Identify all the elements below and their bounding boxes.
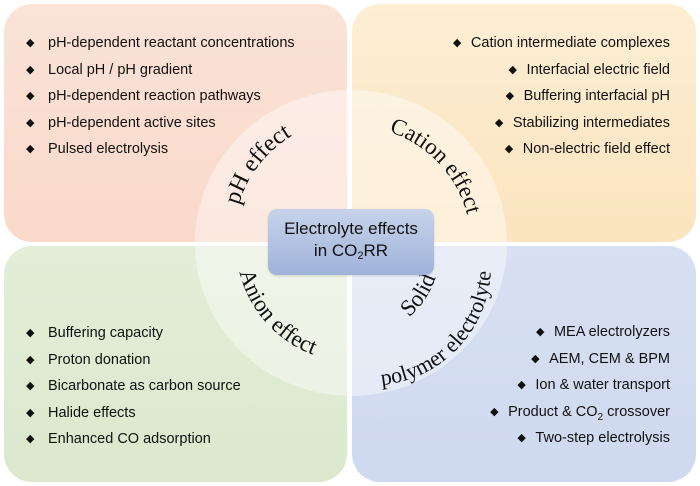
- diamond-bullet-icon: ◆: [452, 37, 462, 49]
- ph-effect-label-text: pH effect: [220, 119, 296, 207]
- list-item-text: AEM, CEM & BPM: [549, 350, 670, 367]
- list-item-text: Proton donation: [48, 351, 151, 368]
- diamond-bullet-icon: ◆: [517, 432, 526, 444]
- list-item-text: pH-dependent reactant concentrations: [48, 35, 295, 51]
- list-item: ◆ Bicarbonate as carbon source: [26, 373, 241, 400]
- diamond-bullet-icon: ◆: [26, 380, 35, 392]
- list-item-text: Buffering interfacial pH: [523, 88, 670, 104]
- list-item-text: Pulsed electrolysis: [48, 141, 169, 157]
- polymer-electrolyte-label-text: polymer electrolyte: [379, 270, 496, 390]
- center-title-prefix: in CO: [313, 241, 358, 260]
- list-item-suffix: crossover: [603, 403, 670, 420]
- cation-effect-label: Cation effect: [387, 113, 487, 217]
- list-item-text: Interfacial electric field: [526, 61, 670, 78]
- list-item: ◆ Interfacial electric field: [453, 57, 670, 84]
- ph-effect-quadrant: [4, 4, 347, 242]
- list-item-text: Two-step electrolysis: [535, 430, 670, 446]
- list-item: ◆ Buffering interfacial pH: [453, 83, 670, 110]
- diamond-bullet-icon: ◆: [26, 37, 35, 49]
- anion-effect-label-text: Anion effect: [234, 266, 321, 360]
- anion-effect-label: Anion effect: [234, 266, 321, 360]
- center-title-subscript: 2: [357, 250, 364, 262]
- list-item-text: Cation intermediate complexes: [470, 35, 670, 51]
- list-item-text: Non-electric field effect: [522, 141, 670, 157]
- solid-label-text: Solid: [395, 270, 441, 322]
- list-item-subscript: 2: [597, 411, 604, 423]
- ph-effect-label: pH effect: [220, 119, 296, 207]
- list-item-text: Buffering capacity: [48, 325, 163, 341]
- diamond-bullet-icon: ◆: [504, 143, 514, 155]
- list-item-text: Stabilizing intermediates: [512, 114, 670, 131]
- list-item-text: Ion & water transport: [535, 377, 670, 393]
- diamond-bullet-icon: ◆: [26, 63, 35, 76]
- list-item: ◆ Buffering capacity: [26, 320, 241, 347]
- list-item-text: Product & CO: [508, 403, 598, 420]
- diamond-bullet-icon: ◆: [26, 90, 35, 102]
- list-item-text: Halide effects: [48, 404, 136, 421]
- diamond-bullet-icon: ◆: [490, 405, 499, 418]
- diamond-bullet-icon: ◆: [508, 63, 518, 76]
- list-item-text: pH-dependent active sites: [48, 114, 216, 131]
- solid-label: Solid: [395, 270, 441, 322]
- list-item: ◆ Pulsed electrolysis: [26, 136, 295, 163]
- list-item-text: Bicarbonate as carbon source: [48, 378, 241, 394]
- diamond-bullet-icon: ◆: [26, 327, 35, 339]
- diamond-bullet-icon: ◆: [494, 116, 504, 129]
- diamond-bullet-icon: ◆: [505, 90, 515, 102]
- diamond-bullet-icon: ◆: [26, 353, 35, 366]
- list-item: ◆ Local pH / pH gradient: [26, 57, 295, 84]
- list-item: ◆ Proton donation: [26, 347, 241, 374]
- list-item: ◆ pH-dependent reaction pathways: [26, 83, 295, 110]
- list-item: ◆ MEA electrolyzers: [490, 319, 670, 346]
- list-item: ◆ Enhanced CO adsorption: [26, 426, 241, 453]
- list-item: ◆ pH-dependent active sites: [26, 110, 295, 137]
- anion-effect-quadrant: [4, 246, 347, 482]
- list-item-text: pH-dependent reaction pathways: [48, 88, 261, 104]
- list-item: ◆ Stabilizing intermediates: [453, 110, 670, 137]
- cation-effect-label-text: Cation effect: [387, 113, 487, 217]
- polymer-electrolyte-label: polymer electrolyte: [379, 270, 496, 390]
- ph-effect-list: ◆ pH-dependent reactant concentrations ◆ Lo…: [26, 30, 295, 163]
- solid-polymer-electrolyte-quadrant: [352, 246, 696, 482]
- list-item-text: Enhanced CO adsorption: [48, 431, 211, 447]
- list-item: ◆ Cation intermediate complexes: [453, 30, 670, 57]
- cation-effect-quadrant: [352, 4, 696, 242]
- list-item: ◆ Non-electric field effect: [453, 136, 670, 163]
- diamond-bullet-icon: ◆: [26, 406, 35, 419]
- list-item: ◆ Two-step electrolysis: [490, 425, 670, 452]
- diamond-bullet-icon: ◆: [531, 352, 540, 365]
- list-item: ◆ AEM, CEM & BPM: [490, 346, 670, 373]
- list-item: ◆ Ion & water transport: [490, 372, 670, 399]
- list-item: ◆ Halide effects: [26, 400, 241, 427]
- list-item: ◆ pH-dependent reactant concentrations: [26, 30, 295, 57]
- diamond-bullet-icon: ◆: [26, 143, 35, 155]
- center-title-box: Electrolyte effects in CO2RR: [268, 209, 434, 275]
- center-title-line2: in CO2RR: [268, 240, 434, 262]
- diamond-bullet-icon: ◆: [535, 326, 545, 338]
- diamond-bullet-icon: ◆: [26, 433, 35, 445]
- cation-effect-list: ◆ Cation intermediate complexes ◆ Interfaci…: [453, 30, 670, 163]
- diamond-bullet-icon: ◆: [517, 379, 526, 391]
- anion-effect-list: ◆ Buffering capacity ◆ Proton donation ◆ Bica…: [26, 320, 241, 453]
- center-title-line1: Electrolyte effects: [284, 219, 418, 238]
- list-item-text: MEA electrolyzers: [553, 324, 670, 340]
- center-title-suffix: RR: [363, 241, 389, 260]
- solid-polymer-electrolyte-list: ◆ MEA electrolyzers ◆ AEM, CEM & BPM ◆ Ion & …: [490, 319, 670, 452]
- list-item-text: Local pH / pH gradient: [48, 61, 193, 78]
- diamond-bullet-icon: ◆: [26, 116, 35, 129]
- list-item: ◆ Product & CO2 crossover: [490, 399, 670, 426]
